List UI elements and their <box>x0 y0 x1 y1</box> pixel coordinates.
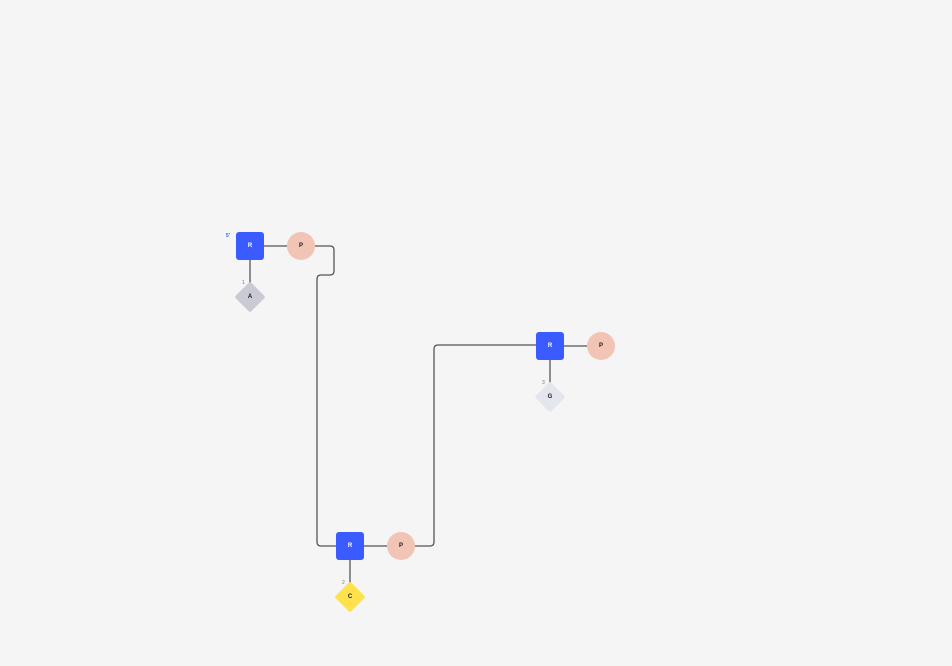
backbone-p1-r2 <box>315 245 336 547</box>
diamond-number-1: 1 <box>242 280 245 286</box>
diamond-label: C <box>347 594 353 600</box>
diamond-node-3[interactable]: G <box>534 381 566 413</box>
diamond-node-1[interactable]: A <box>234 281 266 313</box>
diamond-number-3: 3 <box>542 380 545 386</box>
diamond-label: G <box>547 394 553 400</box>
p-node-3[interactable]: P <box>587 332 615 360</box>
diamond-number-2: 2 <box>342 580 345 586</box>
p-node-1[interactable]: P <box>287 232 315 260</box>
diamond-label: A <box>247 294 253 300</box>
r-node-3[interactable]: R <box>536 332 564 360</box>
r-node-2[interactable]: R <box>336 532 364 560</box>
backbone-p2-r3 <box>415 344 536 547</box>
r-node-1[interactable]: R <box>236 232 264 260</box>
diamond-node-2[interactable]: C <box>334 581 366 613</box>
p-node-2[interactable]: P <box>387 532 415 560</box>
marker-label: 5' <box>226 233 230 239</box>
